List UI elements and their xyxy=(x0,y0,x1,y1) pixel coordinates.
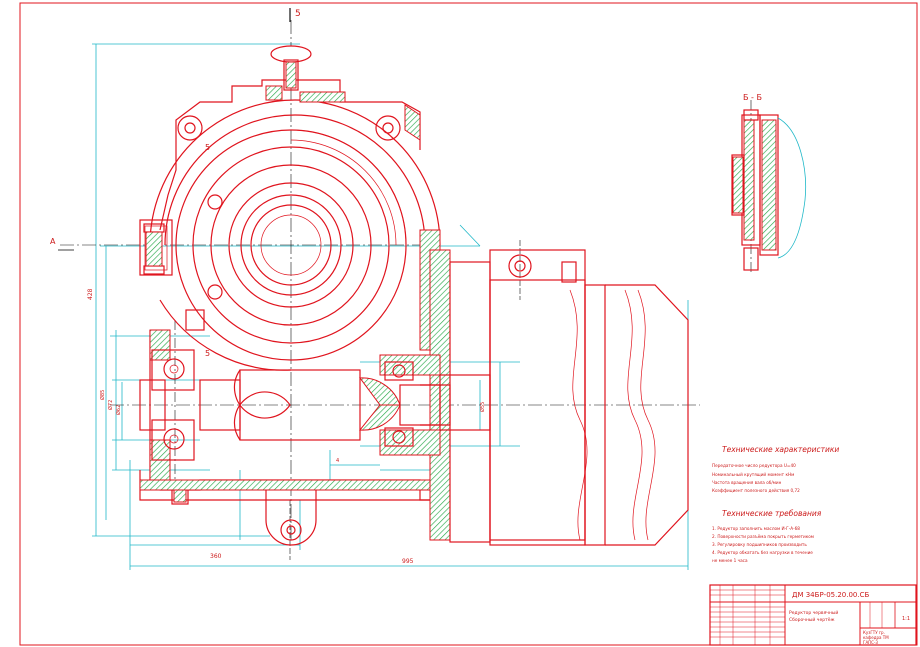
dim-ref-b: Ø72 xyxy=(107,400,114,410)
requirement-line: не менее 1 часа xyxy=(712,558,748,563)
spec-title: Технические характеристики xyxy=(722,445,839,454)
requirement-line: 2. Поверхности разъёма покрыть герметико… xyxy=(712,534,814,539)
requirement-line: 4. Редуктор обкатать без нагрузки в тече… xyxy=(712,550,813,555)
doc-number: ДМ 34БР-05.20.00.СБ xyxy=(792,591,869,599)
org-line: ГАПС-3 xyxy=(863,640,878,645)
spec-line: Передаточное число редуктора U=40 xyxy=(712,463,796,468)
technical-requirements: Технические требования 1. Редуктор запол… xyxy=(712,509,822,563)
sheet-border xyxy=(19,2,918,646)
section-marks: 5 А 5 5 xyxy=(50,8,301,358)
sheet-scale: 1:1 xyxy=(902,616,910,622)
bearings xyxy=(139,349,414,461)
gear-housing xyxy=(139,79,441,546)
section-mark-mid2: 5 xyxy=(205,349,210,358)
section-mark-top: 5 xyxy=(295,9,301,19)
drawing-name-line1: Редуктор червячный xyxy=(789,609,838,616)
dim-ref-c: Ø62 xyxy=(115,405,122,415)
spec-line: Номинальный крутящий момент кНм xyxy=(712,472,794,477)
requirement-line: 1. Редуктор заполнить маслом И-Г-А-68 xyxy=(712,526,800,531)
technical-specs: Технические характеристики Передаточное … xyxy=(712,445,839,493)
center-lines xyxy=(60,20,752,560)
dimension-labels: 428 995 360 Ø85 Ø72 Ø62 Ø55 4 xyxy=(87,288,486,565)
side-bolt xyxy=(143,223,205,331)
requirements-title: Технические требования xyxy=(722,509,822,518)
section-mark-left: А xyxy=(50,237,56,246)
breather-cap xyxy=(270,45,312,91)
section-view-title: Б - Б xyxy=(743,93,762,102)
spec-line: Коэффициент полезного действия 0,72 xyxy=(712,488,800,493)
requirement-line: 3. Регулировку подшипников производить xyxy=(712,542,807,547)
title-block: ДМ 34БР-05.20.00.СБ Редуктор червячный С… xyxy=(709,584,917,646)
dim-partial-width: 360 xyxy=(210,553,222,560)
drawing-name-line2: Сборочный чертёж xyxy=(789,616,835,623)
section-view: Б - Б xyxy=(731,93,806,271)
dim-overall-height: 428 xyxy=(87,288,94,300)
org-line: кафедра ТМ xyxy=(863,635,889,640)
spec-line: Частота вращения вала об/мин xyxy=(712,480,782,485)
electric-motor xyxy=(449,249,689,546)
section-mark-mid: 5 xyxy=(205,143,210,152)
dim-ref-d: Ø55 xyxy=(479,402,486,412)
org-line: КузГТУ гр. xyxy=(863,630,885,635)
dim-ref-a: Ø85 xyxy=(99,390,106,400)
dim-ref-e: 4 xyxy=(336,458,339,464)
dim-overall-width: 995 xyxy=(402,558,414,565)
